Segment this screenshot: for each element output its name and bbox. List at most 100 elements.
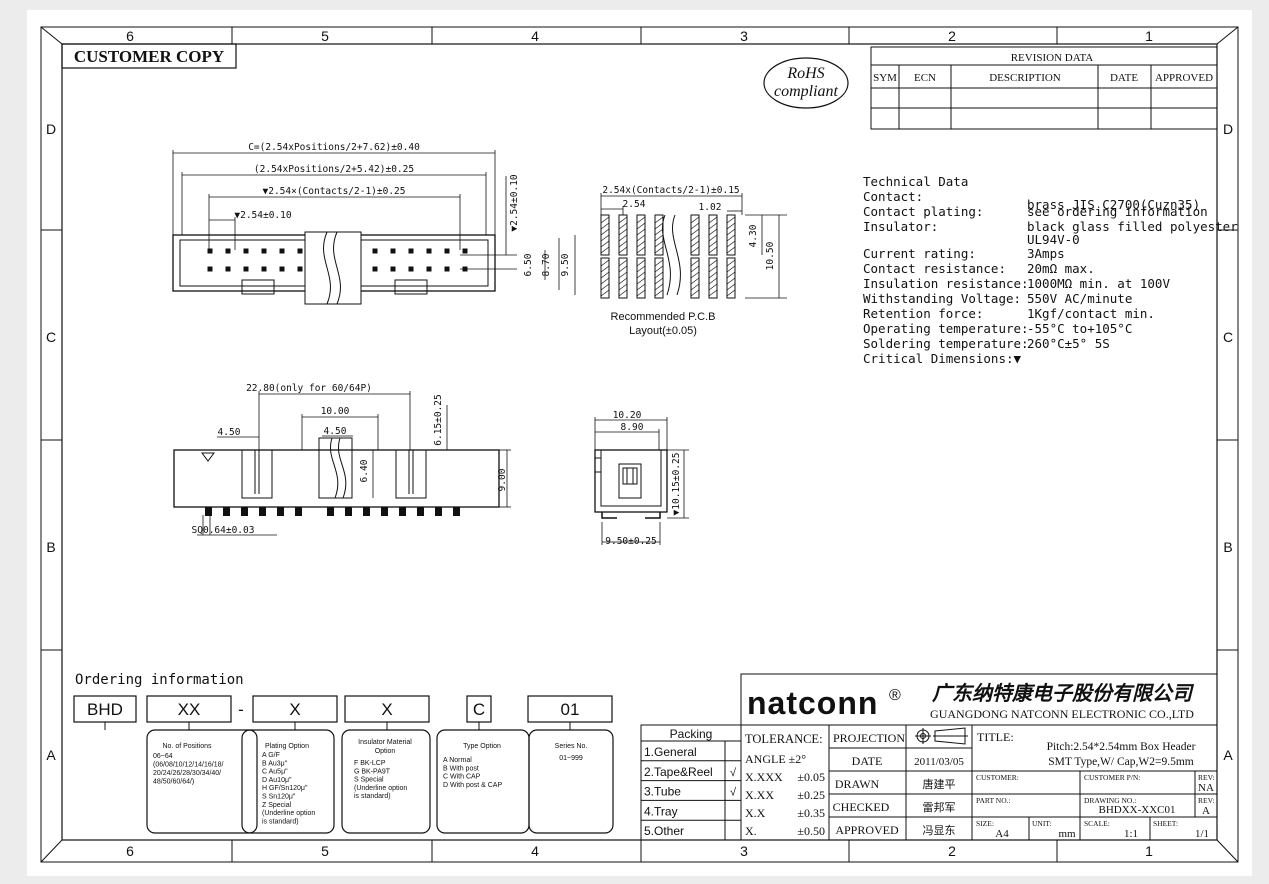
ordering-information: Ordering information BHD XX - X X C 01 N… — [73, 672, 614, 834]
pin — [261, 266, 267, 272]
packing-check: √ — [730, 787, 737, 799]
dim-top-b: (2.54xPositions/2+5.42)±0.25 — [254, 164, 414, 175]
code-bhd: BHD — [87, 700, 123, 719]
size-label: SIZE: — [976, 819, 994, 828]
zone-ticks — [41, 27, 1238, 862]
drawing-svg: 6 5 4 3 2 1 6 5 4 3 2 1 D C B A D C B A … — [40, 26, 1239, 863]
pin — [444, 248, 450, 254]
revision-title: REVISION DATA — [1011, 52, 1094, 64]
col-top-1: 1 — [1145, 28, 1153, 44]
top-view — [172, 231, 517, 305]
tech-value: 3Amps — [1027, 246, 1065, 261]
dim-end-890: 8.90 — [621, 422, 644, 433]
code-series: 01 — [561, 700, 580, 719]
pcb-pad — [636, 257, 646, 299]
checked-label: CHECKED — [833, 800, 890, 814]
pin — [297, 266, 303, 272]
scale-value: 1:1 — [1124, 828, 1138, 840]
positions-line: 06~64 — [153, 753, 173, 760]
plating-line: H GF/Sn120μ" — [262, 785, 308, 792]
dim-pcb-1050: 10.50 — [765, 241, 776, 270]
tech-value: UL94V-0 — [1027, 232, 1080, 247]
side-pin — [417, 507, 424, 516]
packing-item: 3.Tube — [644, 785, 681, 799]
tolerance-value: ±0.25 — [797, 788, 825, 802]
company-name-en: GUANGDONG NATCONN ELECTRONIC CO.,LTD — [930, 707, 1194, 721]
col-bottom-2: 2 — [948, 843, 956, 859]
dim-h650: 6.50 — [523, 253, 534, 276]
material-line: F BK-LCP — [354, 760, 386, 767]
title-line-1: Pitch:2.54*2.54mm Box Header — [1047, 741, 1196, 753]
tolerance-label: X.XXX — [745, 770, 783, 784]
unit-value: mm — [1058, 828, 1076, 840]
col-top-4: 4 — [531, 28, 539, 44]
pin — [261, 248, 267, 254]
dim-end-1015: ▼10.15±0.25 — [671, 453, 682, 516]
row-right-d: D — [1223, 121, 1233, 137]
dim-side-450a: 4.50 — [218, 427, 241, 438]
pcb-pad — [600, 214, 610, 256]
drawn-value: 唐建平 — [923, 777, 956, 791]
tech-label: Contact plating: — [863, 204, 983, 219]
pin — [426, 248, 432, 254]
dim-right-254: ▼2.54±0.10 — [509, 174, 520, 231]
row-right-a: A — [1223, 747, 1233, 763]
rev-value-1: NA — [1198, 782, 1214, 794]
row-left-d: D — [46, 121, 56, 137]
pin — [279, 266, 285, 272]
customer-label: CUSTOMER: — [976, 773, 1019, 782]
rev-header-date: DATE — [1110, 72, 1138, 84]
side-pin — [435, 507, 442, 516]
rohs-seal — [763, 57, 849, 109]
technical-data: Technical Data Contact:brass JIS C2700(C… — [863, 174, 1238, 366]
rohs-line1: RoHS — [786, 65, 824, 82]
dim-side-615: 6.15±0.25 — [433, 394, 444, 445]
side-view-pins — [205, 507, 460, 516]
pin — [462, 248, 468, 254]
dim-pcb-span: 2.54x(Contacts/2-1)±0.15 — [602, 185, 739, 196]
unit-label: UNIT: — [1032, 819, 1052, 828]
pin — [207, 248, 213, 254]
plating-line: Z Special — [262, 802, 292, 809]
packing-item: 2.Tape&Reel — [644, 765, 713, 779]
dim-pcb-102: 1.02 — [699, 202, 722, 213]
side-pin — [399, 507, 406, 516]
code-dash: - — [238, 700, 244, 719]
rev-label-2: REV: — [1198, 796, 1215, 805]
date-label: DATE — [852, 754, 883, 768]
customer-copy-label: CUSTOMER COPY — [74, 47, 224, 66]
top-dims — [172, 150, 576, 295]
brand-reg: ® — [889, 687, 901, 704]
plating-line: B Au3μ" — [262, 760, 288, 767]
pcb-pad — [654, 214, 664, 256]
title-label: TITLE: — [977, 730, 1014, 744]
packing-title: Packing — [670, 727, 713, 741]
packing-item: 4.Tray — [644, 804, 678, 818]
projection-symbol-icon — [915, 727, 968, 745]
rev-header-description: DESCRIPTION — [989, 72, 1061, 84]
side-pin — [223, 507, 230, 516]
tech-value: -55°C to+105°C — [1027, 321, 1132, 336]
sheet-value: 1/1 — [1195, 828, 1209, 840]
dim-pitch: ▼2.54±0.10 — [234, 210, 291, 221]
tolerance-label: X. — [745, 824, 757, 838]
tech-label: Retention force: — [863, 306, 983, 321]
material-line: is standard) — [354, 793, 391, 800]
code-material: X — [381, 700, 392, 719]
pcb-pad — [690, 214, 700, 256]
pcb-layout: 2.54x(Contacts/2-1)±0.15 2.54 1.02 4.30 … — [600, 185, 787, 337]
scale-label: SCALE: — [1084, 819, 1110, 828]
side-pin — [381, 507, 388, 516]
title-block: natconn ® 广东纳特康电子股份有限公司 GUANGDONG NATCON… — [740, 673, 1218, 841]
type-line: C With CAP — [443, 774, 481, 781]
dim-side-sq: SQ0.64±0.03 — [192, 525, 255, 536]
plating-line: D Au10μ" — [262, 777, 292, 784]
plating-line: S Sn120μ" — [262, 794, 296, 801]
tolerance-label: X.XX — [745, 788, 774, 802]
date-value: 2011/03/05 — [914, 756, 964, 768]
packing-item: 5.Other — [644, 824, 684, 838]
side-pin — [205, 507, 212, 516]
pcb-pad — [636, 214, 646, 256]
positions-line: 48/50/60/64/) — [153, 779, 194, 786]
dim-pcb-254: 2.54 — [623, 199, 646, 210]
